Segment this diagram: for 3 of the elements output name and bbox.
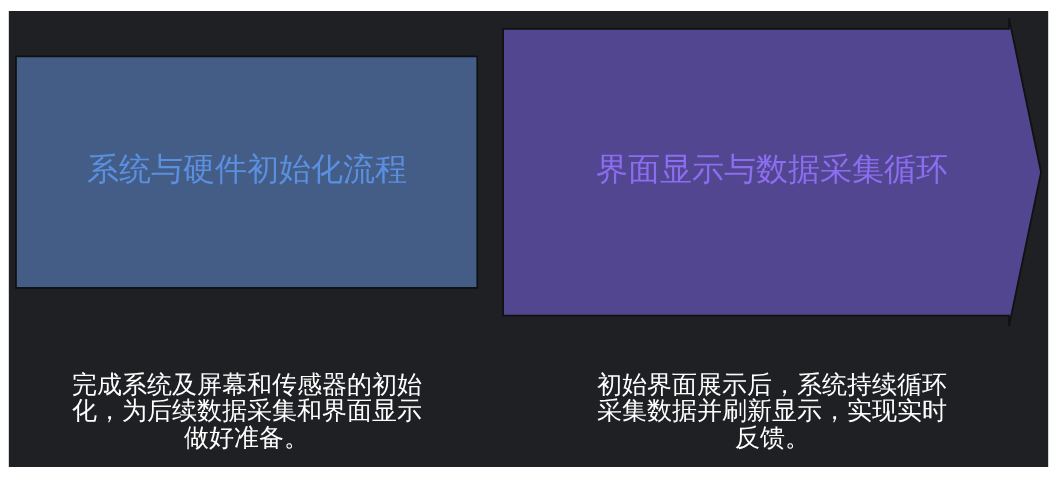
node-label: 完成系统及屏幕和传感器的初始化，为后续数据采集和界面显示做好准备。 [71, 369, 422, 452]
node-label: 初始界面展示后，系统持续循环采集数据并刷新显示，实现实时反馈。 [597, 369, 948, 452]
node-box: 系统与硬件初始化流程 [15, 55, 479, 289]
